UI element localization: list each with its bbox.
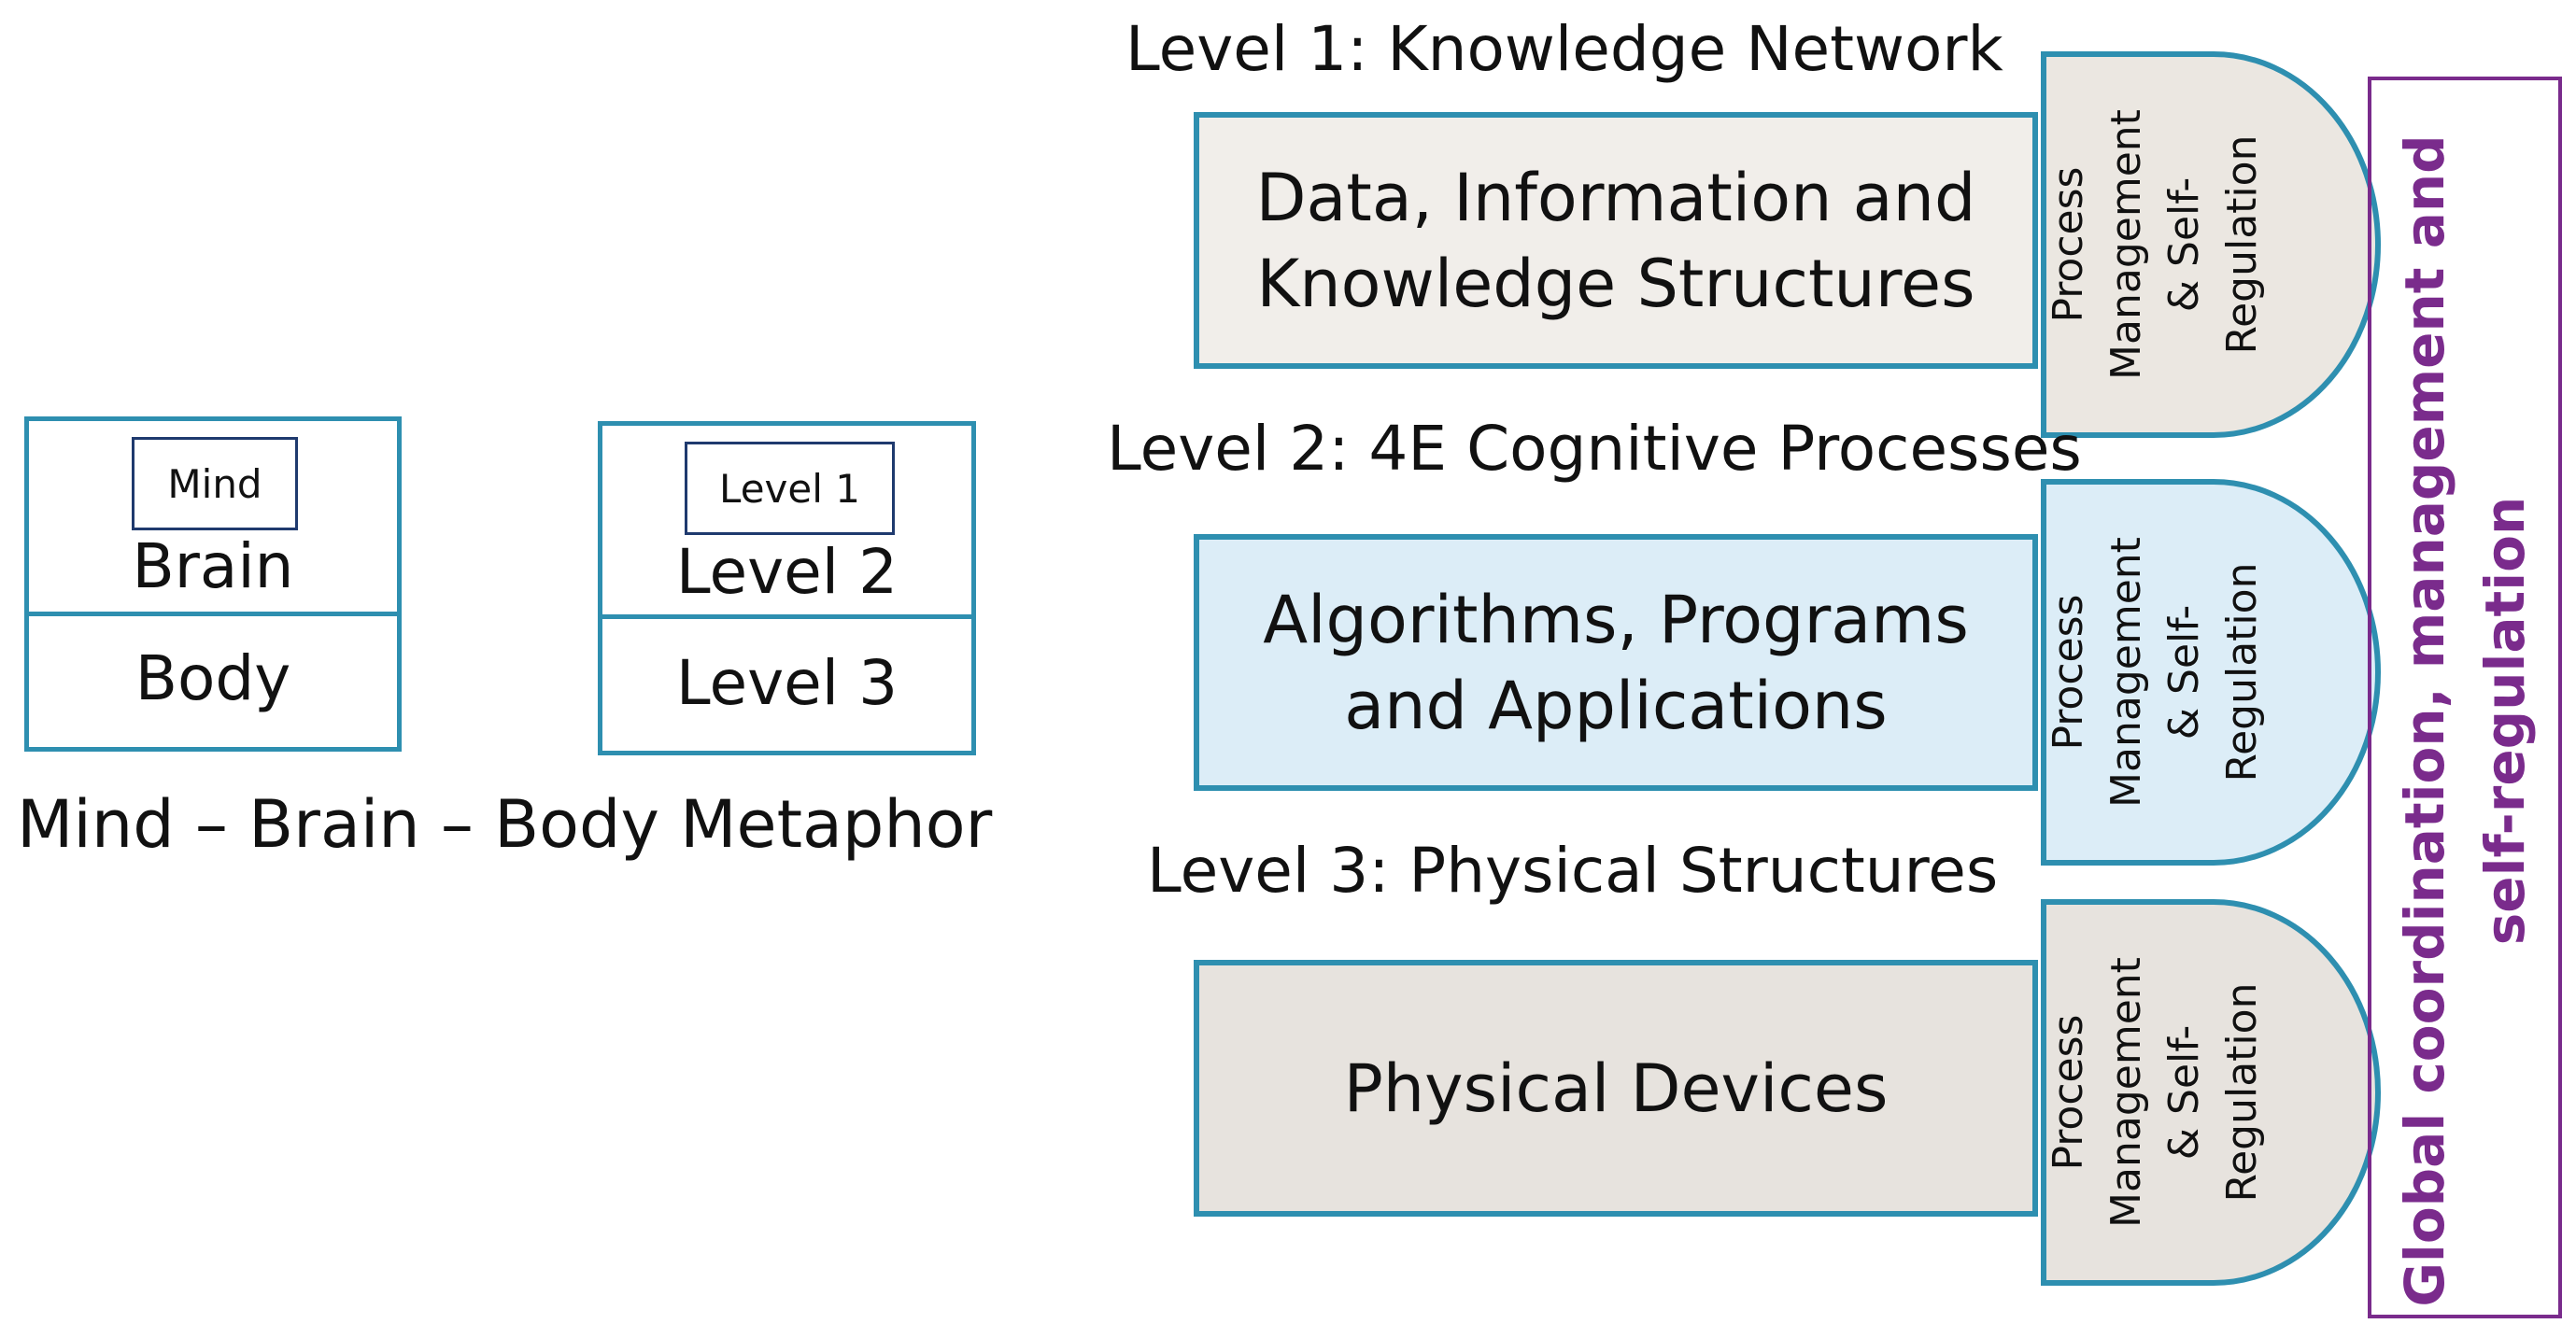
- level-3-heading: Level 3: Physical Structures: [1147, 835, 1999, 907]
- box-divider: [29, 612, 397, 616]
- level-1-heading: Level 1: Knowledge Network: [1125, 13, 2003, 85]
- global-coordination-label: Global coordination, management and self…: [2371, 128, 2558, 1314]
- level-2-label: Level 2: [675, 536, 899, 608]
- shield-line: Process: [2045, 166, 2092, 323]
- shield-line: Management: [2102, 957, 2150, 1228]
- shield-line: Process: [2045, 1014, 2092, 1171]
- shield-line: & Self-: [2160, 176, 2208, 313]
- level-1-box-line2: Knowledge Structures: [1256, 245, 1975, 322]
- shield-line: & Self-: [2160, 1024, 2208, 1161]
- shield-line: Regulation: [2218, 982, 2266, 1203]
- level-2-box-line2: and Applications: [1344, 667, 1888, 744]
- mind-brain-body-box: Mind Brain Body: [24, 416, 402, 752]
- level-3-box-line1: Physical Devices: [1343, 1049, 1889, 1127]
- level-3-process-shield: [2041, 899, 2381, 1286]
- level-2-process-shield: [2041, 479, 2381, 866]
- box-divider: [602, 614, 971, 619]
- mind-label-box: Mind: [132, 437, 298, 530]
- shield-line: & Self-: [2160, 604, 2208, 740]
- shield-line: Management: [2102, 109, 2150, 380]
- mind-label: Mind: [167, 460, 262, 507]
- level-1-process-shield: [2041, 51, 2381, 438]
- shield-line: Management: [2102, 537, 2150, 808]
- level-1-label: Level 1: [719, 465, 860, 512]
- brain-label: Brain: [132, 530, 294, 602]
- level-1-box: Data, Information and Knowledge Structur…: [1194, 112, 2038, 369]
- level-3-shield-text: Process Management & Self- Regulation: [2044, 896, 2268, 1289]
- shield-line: Regulation: [2218, 562, 2266, 782]
- level-1-shield-text: Process Management & Self- Regulation: [2044, 49, 2268, 441]
- level-1-box-line1: Data, Information and: [1255, 159, 1976, 236]
- shield-line: Regulation: [2218, 134, 2266, 355]
- shield-line: Process: [2045, 594, 2092, 751]
- body-label: Body: [134, 642, 291, 714]
- global-line-2: self-regulation: [2473, 496, 2537, 946]
- level-3-box: Physical Devices: [1194, 960, 2038, 1217]
- global-coordination-box: [2368, 77, 2562, 1318]
- level-2-box: Algorithms, Programs and Applications: [1194, 534, 2038, 791]
- level-3-label: Level 3: [675, 647, 899, 719]
- global-line-1: Global coordination, management and: [2393, 134, 2456, 1307]
- level-2-shield-text: Process Management & Self- Regulation: [2044, 476, 2268, 868]
- metaphor-caption: Mind – Brain – Body Metaphor: [17, 786, 993, 863]
- level-2-heading: Level 2: 4E Cognitive Processes: [1107, 413, 2082, 485]
- level-metaphor-box: Level 1 Level 2 Level 3: [598, 421, 976, 755]
- level-1-label-box: Level 1: [685, 442, 895, 535]
- level-2-box-line1: Algorithms, Programs: [1263, 581, 1969, 658]
